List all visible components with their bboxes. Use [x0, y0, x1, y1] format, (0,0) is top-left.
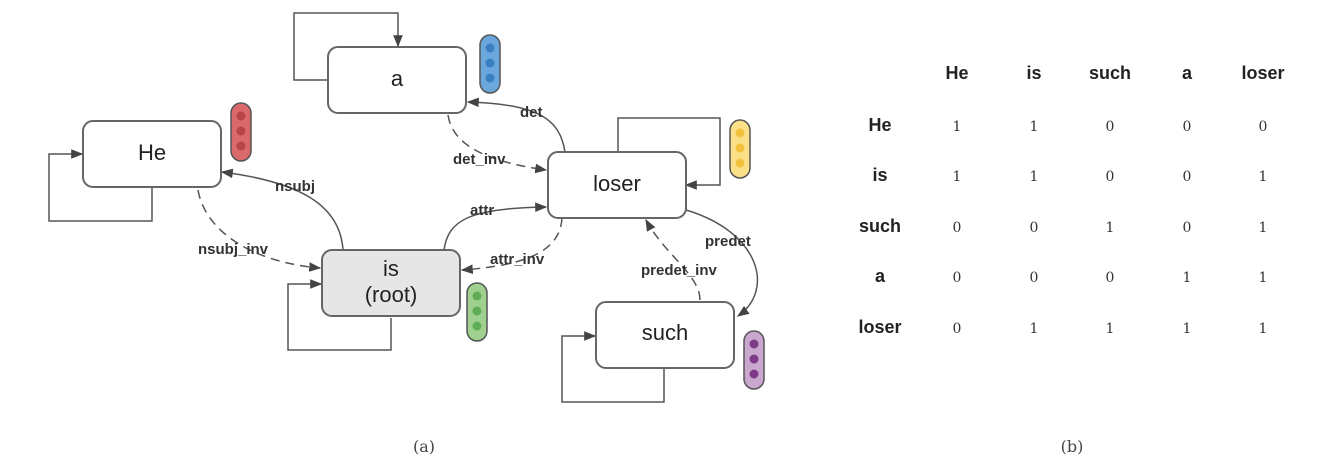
matrix-cell: 0 — [1183, 169, 1192, 185]
matrix-cell: 0 — [1030, 270, 1039, 286]
matrix-cell: 0 — [1183, 119, 1192, 135]
edge-predet-inv — [645, 218, 701, 301]
edge-label-det: det — [520, 104, 543, 121]
matrix-cell: 1 — [1259, 220, 1268, 236]
edge-det — [466, 97, 566, 153]
matrix-cell: 1 — [1259, 270, 1268, 286]
matrix-column-header: He — [945, 63, 968, 83]
matrix-cell: 0 — [953, 321, 962, 337]
matrix-row-header: a — [875, 266, 886, 286]
edge-predet — [685, 209, 759, 317]
self-loops — [48, 12, 721, 403]
edge-nsubj — [220, 168, 344, 251]
matrix-column-header: loser — [1241, 63, 1284, 83]
node-label-he: He — [138, 140, 166, 165]
embedding-vector-loser — [729, 119, 751, 179]
matrix-column-header: such — [1089, 63, 1131, 83]
matrix-cell: 1 — [1030, 321, 1039, 337]
node-loser: loser — [547, 151, 687, 219]
matrix-column-header: a — [1182, 63, 1193, 83]
matrix-row-header: such — [859, 216, 901, 236]
matrix-row-header: He — [868, 115, 891, 135]
matrix-cell: 0 — [953, 220, 962, 236]
matrix-cell: 1 — [1030, 169, 1039, 185]
matrix-row-header: is — [872, 165, 887, 185]
embedding-vector-such — [743, 330, 765, 390]
matrix-cell: 1 — [953, 119, 962, 135]
matrix-cell: 1 — [953, 169, 962, 185]
node-he: He — [82, 120, 222, 188]
self-loop-is — [287, 279, 392, 351]
self-loop-loser — [617, 117, 721, 190]
node-a: a — [327, 46, 467, 114]
matrix-cell: 0 — [1259, 119, 1268, 135]
edge-label-nsubj-inv: nsubj_inv — [198, 241, 269, 258]
matrix-cell: 0 — [1106, 169, 1115, 185]
node-label-such: such — [642, 320, 688, 345]
graph-panel: det det_inv nsubj nsubj_inv attr attr_in… — [48, 12, 765, 456]
embedding-vector-a — [479, 34, 501, 94]
self-loop-such — [561, 331, 665, 403]
dependency-edges — [197, 97, 759, 317]
matrix-cell: 1 — [1183, 270, 1192, 286]
matrix-cell: 1 — [1259, 321, 1268, 337]
node-label-loser: loser — [593, 171, 641, 196]
node-is: is (root) — [321, 249, 461, 317]
edge-label-nsubj: nsubj — [275, 178, 315, 195]
matrix-cell: 1 — [1106, 321, 1115, 337]
edge-attr — [443, 202, 548, 251]
edge-attr-inv — [460, 217, 563, 274]
edge-label-predet-inv: predet_inv — [641, 262, 718, 279]
matrix-cell: 0 — [1183, 220, 1192, 236]
matrix-cell: 0 — [1106, 270, 1115, 286]
caption-a: (a) — [413, 437, 435, 456]
node-label-a: a — [391, 66, 404, 91]
edge-label-attr-inv: attr_inv — [490, 251, 545, 268]
edge-label-det-inv: det_inv — [453, 151, 506, 168]
edge-nsubj-inv — [197, 189, 322, 272]
caption-b: (b) — [1061, 437, 1084, 456]
matrix-cell: 0 — [1106, 119, 1115, 135]
matrix-cell: 1 — [1183, 321, 1192, 337]
edge-labels: det det_inv nsubj nsubj_inv attr attr_in… — [198, 104, 751, 279]
node-label-is: is — [383, 256, 399, 281]
edge-label-attr: attr — [470, 202, 494, 219]
edge-label-predet: predet — [705, 233, 751, 250]
matrix-cell: 1 — [1259, 169, 1268, 185]
self-loop-a — [293, 12, 403, 81]
matrix-column-header: is — [1026, 63, 1041, 83]
node-label-root: (root) — [365, 282, 418, 307]
node-such: such — [595, 301, 735, 369]
embedding-vector-he — [230, 102, 252, 162]
matrix-cell: 1 — [1030, 119, 1039, 135]
embedding-vector-is — [466, 282, 488, 342]
matrix-cell: 0 — [953, 270, 962, 286]
matrix-cell: 1 — [1106, 220, 1115, 236]
matrix-row-header: loser — [858, 317, 901, 337]
self-loop-he — [48, 149, 153, 222]
edge-det-inv — [447, 114, 548, 174]
matrix-cell: 0 — [1030, 220, 1039, 236]
